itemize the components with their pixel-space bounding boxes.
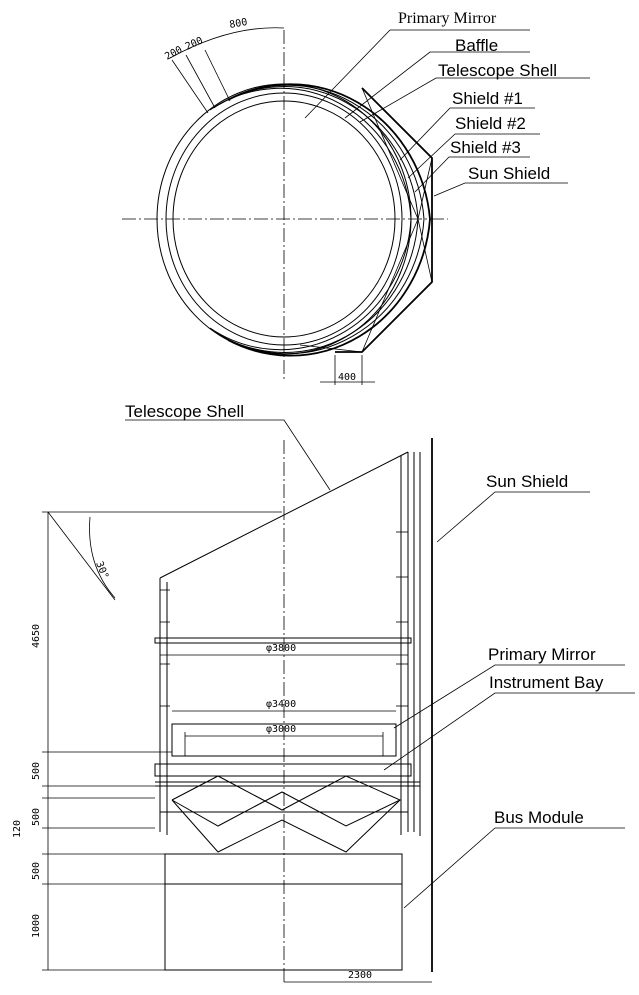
angle-arc <box>89 516 116 599</box>
label-primary-mirror: Primary Mirror <box>398 10 497 27</box>
label-bus-module: Bus Module <box>494 808 584 827</box>
leader-shield3 <box>414 156 530 193</box>
truss-lower <box>171 799 401 853</box>
label-sun-shield-side: Sun Shield <box>486 472 568 491</box>
dim-800: 800 <box>229 17 249 31</box>
dim-extension-line <box>171 59 209 114</box>
shield3-arc <box>227 83 431 357</box>
bus-module-box <box>164 853 403 971</box>
sun-shield-strut <box>299 344 363 353</box>
side-view: φ3800 φ3400 φ3000 4650 500 120 <box>12 402 635 983</box>
truss-upper <box>171 775 402 827</box>
dim-500c: 500 <box>31 862 42 880</box>
telescope-shell-top <box>159 451 409 579</box>
dim-arc <box>169 27 285 59</box>
dim-angle-30: 30° <box>93 560 110 581</box>
label-telescope-shell-side: Telescope Shell <box>125 402 244 421</box>
leader-primary-mirror <box>304 29 530 119</box>
label-shield3: Shield #3 <box>450 138 521 157</box>
dim-4650: 4650 <box>31 624 42 648</box>
dim-120: 120 <box>12 820 23 838</box>
sun-shield-strut <box>417 157 433 220</box>
dim-extension-line <box>204 49 231 102</box>
dim-500a: 500 <box>31 762 42 780</box>
telescope-ring <box>154 637 412 644</box>
leader-baffle <box>344 51 530 119</box>
leader-sun-shield <box>433 182 568 197</box>
baffle-arc <box>209 87 412 351</box>
shield2-arc <box>219 84 425 355</box>
dim-200a: 200 <box>163 44 184 62</box>
label-primary-mirror-side: Primary Mirror <box>488 645 596 664</box>
top-view: 200 200 800 400 Primary Mirror Baffle Te… <box>122 10 590 385</box>
leader-telescope-shell <box>359 77 590 123</box>
dim-extension-line <box>185 54 216 109</box>
dim-2300: 2300 <box>348 970 372 981</box>
sun-shield-strut <box>361 87 419 220</box>
sun-shield-strut <box>417 218 433 283</box>
label-sun-shield: Sun Shield <box>468 164 550 183</box>
label-instrument-bay: Instrument Bay <box>489 673 604 692</box>
dim-phi3400: φ3400 <box>266 699 296 710</box>
instrument-bay-plate <box>154 763 412 777</box>
label-shield1: Shield #1 <box>452 89 523 108</box>
leader-shield1 <box>399 107 535 161</box>
mirror-surface-circle <box>172 100 396 338</box>
label-baffle: Baffle <box>455 36 498 55</box>
inner-mirror-circle <box>165 92 403 346</box>
dim-500b: 500 <box>31 808 42 826</box>
label-telescope-shell: Telescope Shell <box>438 61 557 80</box>
dim-200b: 200 <box>184 35 205 52</box>
leader-shield2 <box>407 133 540 179</box>
leader-primary-mirror-side <box>393 664 625 729</box>
leader-telescope-shell-side <box>125 419 331 491</box>
sun-shield-strut <box>361 218 419 353</box>
leader-bus-module <box>403 827 625 909</box>
dim-1000: 1000 <box>31 914 42 938</box>
label-shield2: Shield #2 <box>455 114 526 133</box>
dim-phi3800: φ3800 <box>266 643 296 654</box>
leader-instrument-bay <box>383 692 635 771</box>
leader-sun-shield-side <box>436 491 590 543</box>
dim-phi3000: φ3000 <box>266 724 296 735</box>
primary-mirror-box <box>171 723 397 757</box>
angle-leg <box>47 511 116 601</box>
dim-400: 400 <box>338 372 356 383</box>
